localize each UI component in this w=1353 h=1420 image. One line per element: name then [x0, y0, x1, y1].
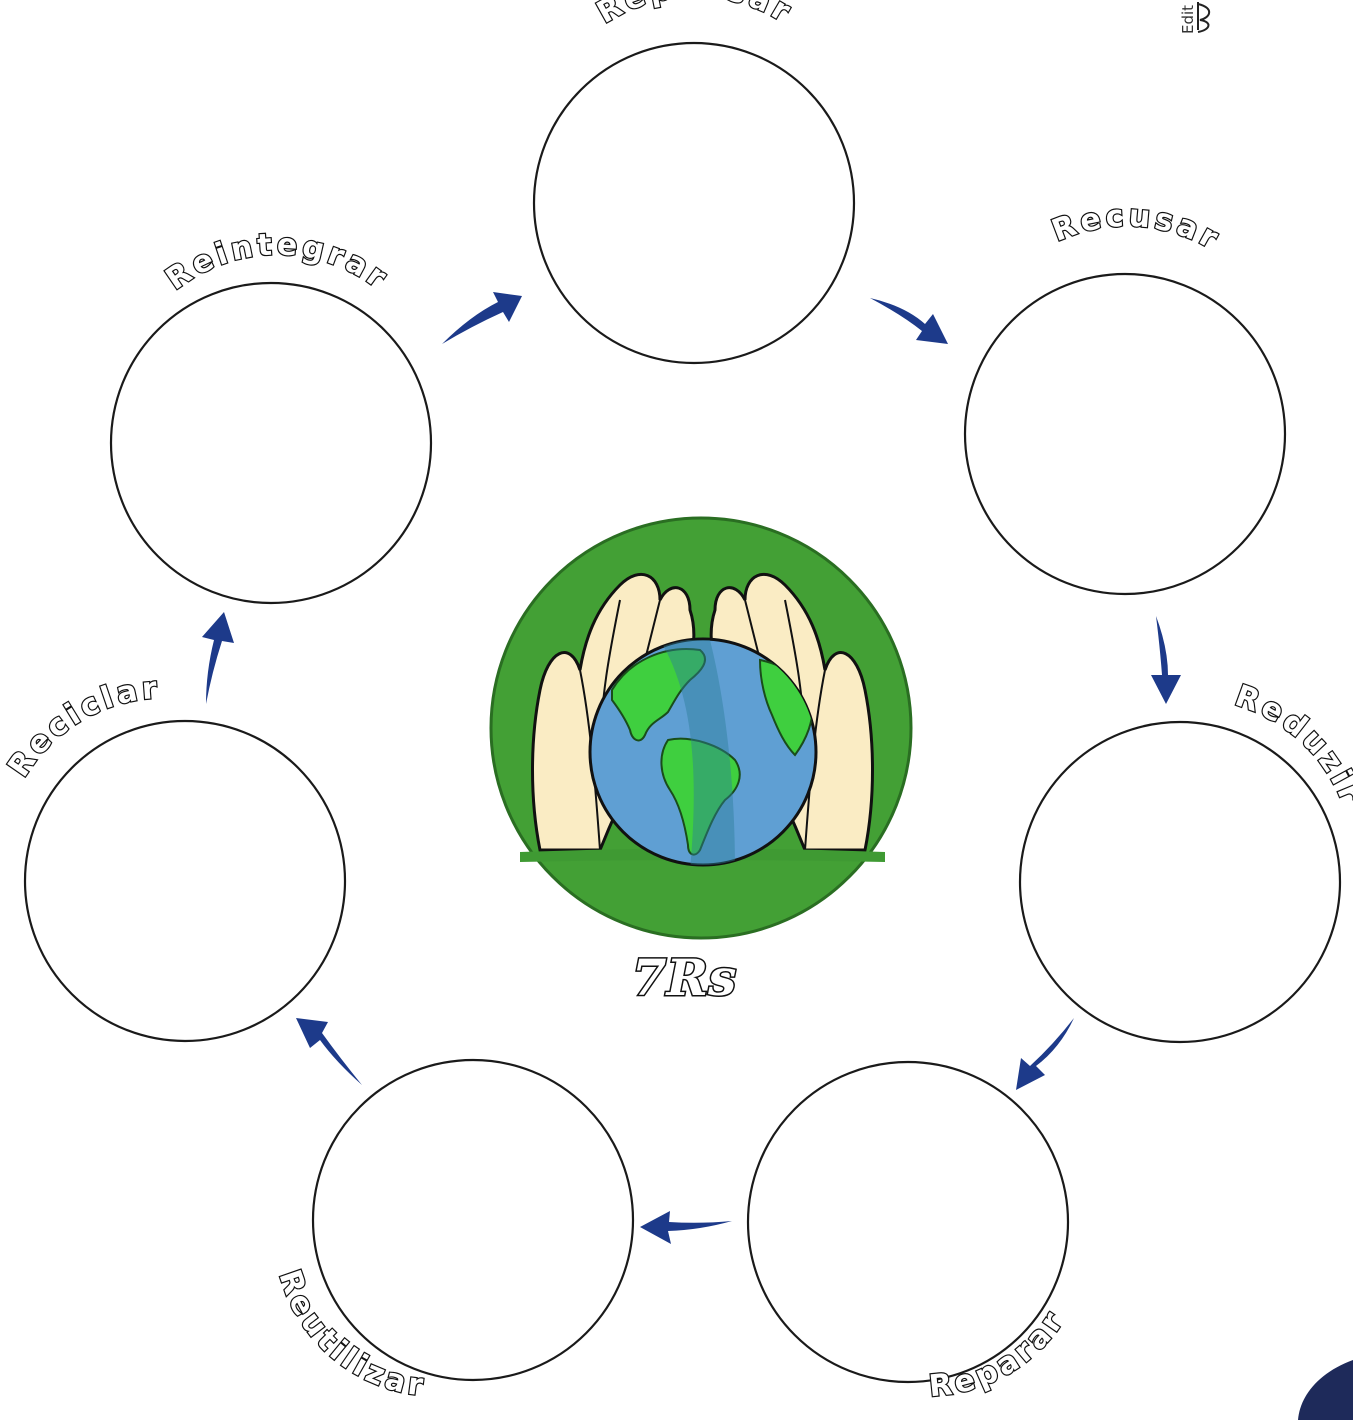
- center-title: 7Rs: [632, 948, 737, 1007]
- curved-arrow-icon: [1016, 1018, 1074, 1090]
- curved-arrow-icon: [1151, 616, 1181, 704]
- corner-logo-icon: [1298, 1360, 1353, 1420]
- curved-arrow-icon: [202, 612, 234, 704]
- publisher-mark: Edit: [1179, 2, 1211, 34]
- curved-arrow-icon: [442, 292, 522, 344]
- curved-arrow-icon: [870, 298, 948, 344]
- stage-circle-reparar[interactable]: [746, 1060, 1070, 1384]
- stage-circle-repensar[interactable]: [532, 41, 856, 365]
- stage-circle-reutilizar[interactable]: [311, 1058, 635, 1382]
- curved-arrow-icon: [296, 1018, 362, 1085]
- publisher-mark-icon: [1197, 2, 1211, 33]
- stage-circle-recusar[interactable]: [963, 272, 1287, 596]
- stage-circle-reciclar[interactable]: [23, 719, 347, 1043]
- stage-circle-reintegrar[interactable]: [109, 281, 433, 605]
- flow-arrows: [202, 292, 1181, 1244]
- stage-circle-reduzir[interactable]: [1018, 720, 1342, 1044]
- stage-label-recusar: Recusar: [1047, 199, 1227, 258]
- stage-label-repensar: Repensar: [591, 0, 799, 31]
- publisher-mark-text: Edit: [1179, 5, 1197, 34]
- curved-arrow-icon: [640, 1211, 732, 1244]
- stage-circles: [23, 41, 1342, 1384]
- hands-holding-earth-icon: [489, 516, 913, 940]
